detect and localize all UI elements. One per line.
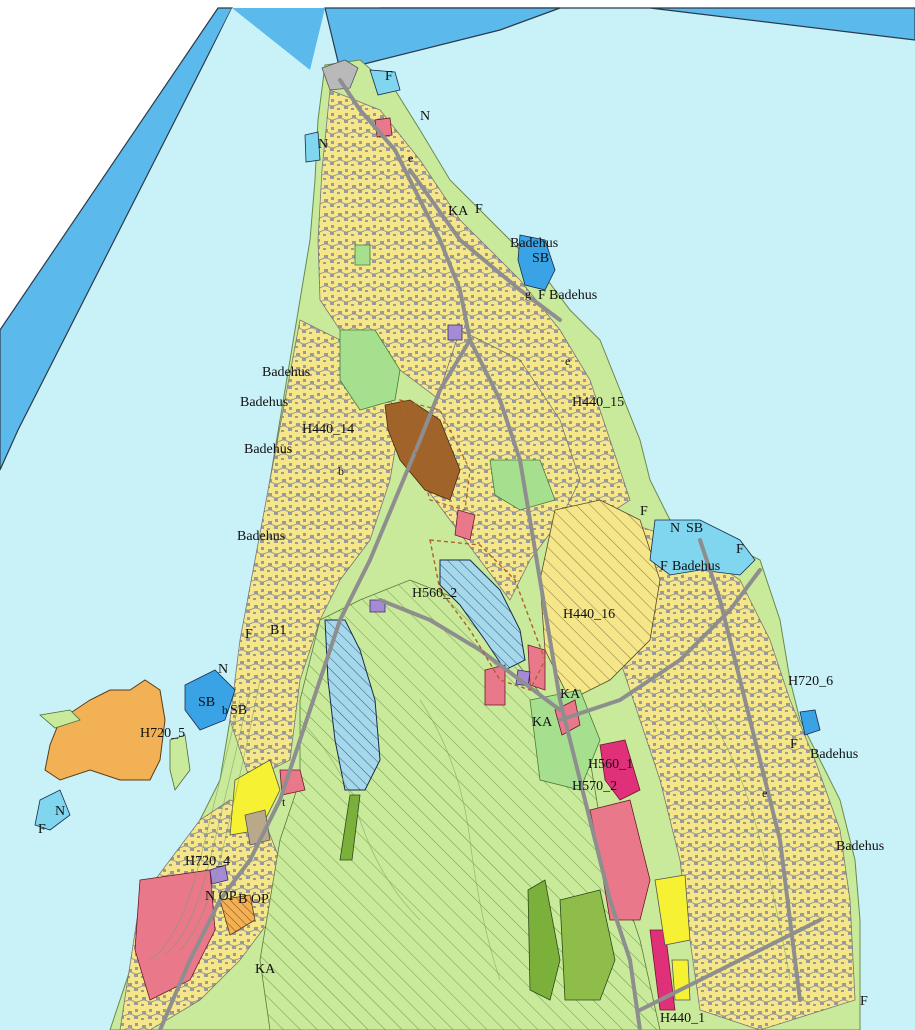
hazard-boundary-2 [399,399,471,511]
label-badehus-4: Badehus [240,395,288,410]
label-n-4: N [420,109,430,124]
label-f-6: F [790,737,798,752]
label-ka-1: KA [560,687,581,702]
label-h440-14: H440_14 [302,422,354,437]
label-badehus-3: Badehus [262,365,310,380]
label-h720-6: H720_6 [788,674,833,689]
island-green-small [39,709,81,729]
green-park-1 [339,329,401,411]
label-badehus-1: Badehus [510,236,558,251]
label-h560-1: H560_1 [588,757,633,772]
label-h720-4: H720_4 [185,854,230,869]
orange-hatched-zone [219,894,256,936]
deep-water-channel [0,7,233,471]
label-n-1: N [670,521,680,536]
label-h440-16: H440_16 [563,607,615,622]
industry-zone [384,399,461,501]
harbour-top [369,69,401,96]
deep-water-band-top [324,7,561,71]
harbour-sb-4 [799,709,821,736]
label-sb-1: SB [532,251,549,266]
deep-water-fill-top [225,8,325,70]
label-e-3: e [762,786,767,800]
label-ka-4: KA [448,204,469,219]
island-green-2 [169,734,191,791]
label-b: b [338,464,344,478]
road-network [158,78,822,1030]
business-zone-8 [649,929,676,1011]
dark-green-zone-2 [527,879,561,1001]
label-h440-1: H440_1 [660,1011,705,1026]
label-f-2: F [640,504,648,519]
harbour-sb-3 [184,669,236,731]
label-n-op: N OP [205,889,237,904]
label-f-3: F [736,542,744,557]
label-ka-3: KA [255,962,276,977]
label-b1: B1 [270,623,286,638]
label-e-2: e [565,354,570,368]
label-badehus-8: Badehus [810,747,858,762]
contour-lines [149,679,791,981]
label-badehus-2: Badehus [549,288,597,303]
dark-green-zone-1 [339,794,361,861]
label-f-8: F [475,202,483,217]
purple-zone-1 [447,324,463,341]
label-n-2: N [218,662,228,677]
yellow-zone-1 [229,759,281,836]
label-f-7: F [38,822,46,837]
label-g: g [525,287,531,301]
hatched-h440-16-area [539,499,661,701]
label-badehus-6: Badehus [237,529,285,544]
label-badehus-7: Badehus [672,559,720,574]
label-badehus-5: Badehus [244,442,292,457]
label-t: t [282,795,286,809]
dark-green-zone-3 [559,889,616,1001]
label-sb-4: SB [230,703,247,718]
label-f-1: F [538,288,546,303]
label-n-3: N [55,804,65,819]
label-f-9: F [860,994,868,1009]
label-sb-3: SB [198,695,215,710]
harbour-small-2 [34,789,71,831]
label-badehus-9: Badehus [836,839,884,854]
label-h570-2: H570_2 [572,779,617,794]
label-f-4: F [660,559,668,574]
label-b-small: b [222,703,228,717]
label-h560-2: H560_2 [412,586,457,601]
lake-hatched-1 [439,559,526,671]
label-f-10: F [385,69,393,84]
label-n-5: N [318,137,328,152]
business-zone-2 [454,509,476,541]
label-h720-5: H720_5 [140,726,185,741]
green-park-2 [354,244,371,266]
gray-tip-zone [321,59,359,91]
deep-water-band-2 [0,8,325,660]
label-sb-2: SB [686,521,703,536]
green-park-4 [529,689,601,791]
harbour-sb-1 [517,234,556,291]
label-ka-2: KA [532,715,553,730]
island-orange [44,679,166,781]
label-h440-15: H440_15 [572,395,624,410]
label-e-1: e [408,151,413,165]
label-f-5: F [245,627,253,642]
map-labels: Badehus SB Badehus F Badehus Badehus H44… [38,69,884,1026]
harbour-small-1 [304,131,321,163]
business-zone-6 [599,739,641,801]
label-b-op: B OP [238,892,269,907]
business-zone-3 [484,664,506,706]
yellow-zone-2 [654,874,691,946]
lake-hatched-2 [324,619,381,791]
